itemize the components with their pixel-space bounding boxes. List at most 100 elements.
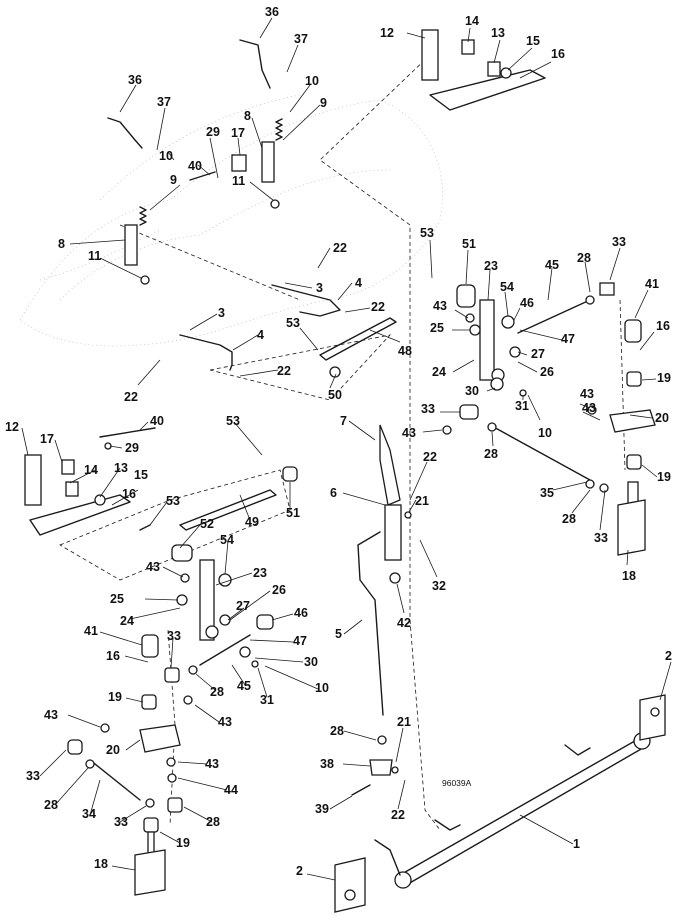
callout-label: 47 (561, 332, 575, 346)
callout-label: 22 (423, 450, 437, 464)
callout-label: 21 (397, 715, 411, 729)
callout-label: 20 (655, 411, 669, 425)
part-right-pivot-20 (587, 371, 656, 470)
callout-label: 11 (232, 174, 245, 188)
part-rod-35 (442, 404, 609, 493)
callout-label: 28 (330, 724, 344, 738)
callout-label: 22 (333, 241, 347, 255)
callout-label: 10 (159, 149, 173, 163)
callout-label: 25 (430, 321, 444, 335)
callout-label: 26 (272, 583, 286, 597)
callout-label: 36 (265, 5, 279, 19)
callout-label: 49 (245, 515, 259, 529)
callout-label: 43 (402, 426, 416, 440)
callout-label: 19 (108, 690, 122, 704)
callout-label: 3 (218, 306, 225, 320)
callout-label: 20 (106, 743, 120, 757)
callout-label: 27 (236, 599, 250, 613)
callout-label: 53 (166, 494, 180, 508)
part-spring-9-lower (124, 171, 216, 285)
callout-label: 36 (128, 73, 142, 87)
callout-label: 24 (120, 614, 134, 628)
callout-label: 54 (500, 280, 514, 294)
callout-label: 13 (114, 461, 128, 475)
callout-label: 26 (540, 365, 554, 379)
callout-label: 13 (491, 26, 505, 40)
callout-label: 32 (432, 579, 446, 593)
callout-label: 28 (206, 815, 220, 829)
callout-label: 7 (340, 414, 347, 428)
part-clevis-38 (351, 735, 399, 796)
callout-label: 46 (294, 606, 308, 620)
callout-label: 35 (540, 486, 554, 500)
callout-label: 44 (224, 783, 238, 797)
callout-label: 22 (124, 390, 138, 404)
callout-label: 33 (167, 629, 181, 643)
callout-label: 33 (114, 815, 128, 829)
callout-label: 6 (330, 486, 337, 500)
callout-label: 51 (286, 506, 300, 520)
part-right-lever-assembly (456, 282, 642, 397)
callout-label: 27 (531, 347, 545, 361)
callout-label: 11 (88, 249, 101, 263)
assembly-guides (59, 54, 626, 831)
callout-label: 16 (106, 649, 120, 663)
callout-label: 22 (371, 300, 385, 314)
callout-label: 31 (260, 693, 274, 707)
callout-label: 3 (316, 281, 323, 295)
callout-label: 23 (253, 566, 267, 580)
callout-label: 19 (657, 371, 671, 385)
callout-label: 19 (657, 470, 671, 484)
callout-label: 40 (188, 159, 202, 173)
callout-label: 38 (320, 757, 334, 771)
callout-label: 12 (5, 420, 19, 434)
part-left-pivot-20 (67, 694, 183, 813)
part-rod-3-4-lower (179, 334, 233, 371)
callout-label: 2 (665, 649, 672, 663)
callout-label: 41 (645, 277, 659, 291)
callout-label: 51 (462, 237, 476, 251)
callout-label: 50 (328, 388, 342, 402)
callout-label: 37 (157, 95, 171, 109)
callout-label: 28 (562, 512, 576, 526)
callout-label: 45 (545, 258, 559, 272)
callout-label: 28 (484, 447, 498, 461)
callout-label: 12 (380, 26, 394, 40)
callout-label: 48 (398, 344, 412, 358)
part-throttle-cable-36-upper (239, 39, 271, 89)
callout-label: 22 (277, 364, 291, 378)
callout-label: 14 (465, 14, 479, 28)
callout-label: 53 (420, 226, 434, 240)
callout-label: 30 (304, 655, 318, 669)
callout-label: 15 (134, 468, 148, 482)
callout-label: 24 (432, 365, 446, 379)
callout-label: 25 (110, 592, 124, 606)
callout-label: 14 (84, 463, 98, 477)
callout-label: 33 (26, 769, 40, 783)
callout-label: 43 (218, 715, 232, 729)
leader-lines (21, 17, 672, 881)
part-bracket-12-lower (24, 427, 156, 536)
callout-label: 8 (58, 237, 65, 251)
part-shaft-49 (139, 466, 298, 531)
callout-label: 54 (220, 533, 234, 547)
callout-label: 28 (44, 798, 58, 812)
callout-label: 43 (44, 708, 58, 722)
callout-label: 16 (656, 319, 670, 333)
callout-label: 4 (257, 328, 264, 342)
engine-outline (19, 94, 443, 347)
callout-label: 16 (551, 47, 565, 61)
callout-label: 23 (484, 259, 498, 273)
part-spring-9-upper (231, 118, 283, 209)
callout-label: 28 (577, 251, 591, 265)
callout-label: 5 (335, 627, 342, 641)
callout-label: 10 (538, 426, 552, 440)
callout-label: 33 (594, 531, 608, 545)
callout-label: 29 (206, 125, 220, 139)
callout-label: 17 (40, 432, 54, 446)
callout-label: 53 (286, 316, 300, 330)
callout-label: 46 (520, 296, 534, 310)
